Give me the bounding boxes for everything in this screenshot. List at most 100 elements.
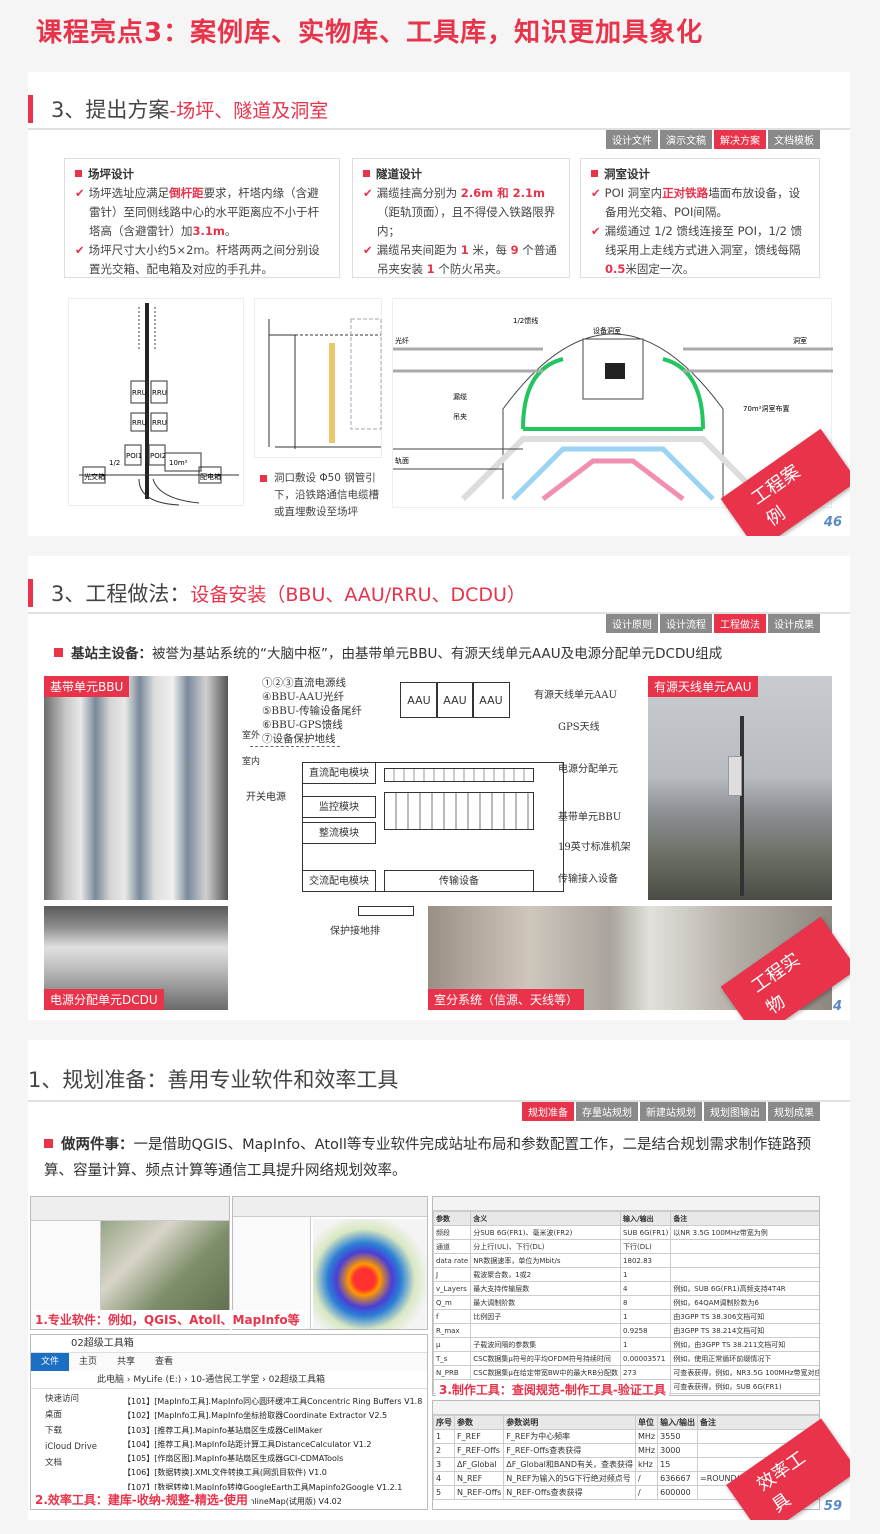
tab-practice[interactable]: 工程做法 <box>714 614 766 633</box>
table-cell[interactable]: CSC数据集μ符号的平均OFDM符号持续时间 <box>470 1351 622 1366</box>
file-item[interactable]: 【107】[数据转换].MapInfo转换GoogleEarth工具Mapinf… <box>123 1482 403 1492</box>
table-cell[interactable]: 0.00003571 <box>620 1351 672 1366</box>
table-cell[interactable]: / <box>634 1485 659 1500</box>
column-header[interactable]: 参数 <box>433 1211 472 1226</box>
column-header[interactable]: 输入/输出 <box>657 1415 699 1430</box>
menu-share[interactable]: 共享 <box>117 1357 136 1367</box>
tab-existing[interactable]: 存量站规划 <box>576 1102 638 1121</box>
tab-new[interactable]: 新建站规划 <box>640 1102 702 1121</box>
tab-principles[interactable]: 设计原则 <box>606 614 658 633</box>
table-cell[interactable]: MHz <box>634 1443 659 1458</box>
table-cell[interactable]: F_REF-Offs查表获得 <box>503 1443 636 1458</box>
table-cell[interactable]: 0.9258 <box>620 1323 672 1338</box>
table-cell[interactable]: 3 <box>433 1457 455 1472</box>
table-cell[interactable]: J <box>433 1267 472 1282</box>
table-cell[interactable]: 3000 <box>657 1443 699 1458</box>
column-header[interactable]: 备注 <box>697 1415 819 1430</box>
file-item[interactable]: 【103】[推荐工具].Mapinfo基站扇区生成器CellMaker <box>123 1425 323 1435</box>
table-cell[interactable]: 例如，由3GPP TS 38.211文档可知 <box>670 1337 819 1352</box>
table-cell[interactable]: μ <box>433 1337 472 1352</box>
table-cell[interactable]: 1 <box>620 1309 672 1324</box>
table-cell[interactable]: SUB 6G(FR1) <box>620 1225 672 1240</box>
tab-maps[interactable]: 规划图输出 <box>704 1102 766 1121</box>
column-header[interactable]: 单位 <box>634 1415 659 1430</box>
address-bar[interactable]: 此电脑 › MyLife (E:) › 10-通信民工学堂 › 02超级工具箱 <box>31 1371 427 1389</box>
table-cell[interactable]: 1 <box>620 1337 672 1352</box>
table-cell[interactable]: NR数据速率，单位为Mbit/s <box>470 1253 622 1268</box>
table-cell[interactable] <box>470 1323 622 1338</box>
table-cell[interactable]: 2 <box>433 1443 455 1458</box>
tab-solution[interactable]: 解决方案 <box>714 130 766 149</box>
table-cell[interactable]: 3550 <box>657 1429 699 1444</box>
table-cell[interactable]: 子载波间隔的参数集 <box>470 1337 622 1352</box>
file-item[interactable]: 【104】[推荐工具].MapInfo站距计算工具DistanceCalcula… <box>123 1439 372 1449</box>
column-header[interactable]: 参数 <box>453 1415 505 1430</box>
table-cell[interactable]: 可查表获得，例如，NR3.5G 100MHz带宽对应273 <box>670 1365 819 1380</box>
table-cell[interactable]: f <box>433 1309 472 1324</box>
table-cell[interactable]: v_Layers <box>433 1281 472 1296</box>
table-cell[interactable]: 273 <box>620 1365 672 1380</box>
table-cell[interactable]: R_max <box>433 1323 472 1338</box>
table-cell[interactable]: 例如，使用正常循环前缀情况下 <box>670 1351 819 1366</box>
table-cell[interactable]: 1 <box>433 1429 455 1444</box>
nav-icloud[interactable]: iCloud Drive <box>45 1442 98 1452</box>
table-cell[interactable]: 例如，SUB 6G(FR1)高频支持4T4R <box>670 1281 819 1296</box>
table-cell[interactable]: 可查表获得，例如，SUB 6G(FR1) <box>670 1379 819 1394</box>
file-item[interactable]: 【106】[数据转换].XML文件转换工具(网凯目软件) V1.0 <box>123 1468 327 1478</box>
table-cell[interactable]: 1802.83 <box>620 1253 672 1268</box>
table-cell[interactable]: N_REF为输入的5G下行绝对频点号 <box>503 1471 636 1486</box>
table-cell[interactable]: 分SUB 6G(FR1)、毫米波(FR2) <box>470 1225 622 1240</box>
table-cell[interactable]: 最大支持传输层数 <box>470 1281 622 1296</box>
table-cell[interactable]: 最大调制阶数 <box>470 1295 622 1310</box>
table-cell[interactable]: N_REF-Offs查表获得 <box>503 1485 636 1500</box>
tab-prep[interactable]: 规划准备 <box>522 1102 574 1121</box>
table-cell[interactable]: 比例因子 <box>470 1309 622 1324</box>
table-cell[interactable]: F_REF-Offs <box>453 1443 505 1458</box>
table-cell[interactable]: N_REF-Offs <box>453 1485 505 1500</box>
file-item[interactable]: 【101】[MapInfo工具].MapInfo同心圆环缓冲工具Concentr… <box>123 1397 423 1406</box>
table-cell[interactable]: kHz <box>634 1457 659 1472</box>
nav-desktop[interactable]: 桌面 <box>45 1410 63 1420</box>
table-cell[interactable]: 由3GPP TS 38.306文档可知 <box>670 1309 819 1324</box>
table-cell[interactable]: 8 <box>620 1295 672 1310</box>
tab-results[interactable]: 设计成果 <box>768 614 820 633</box>
table-cell[interactable]: MHz <box>634 1429 659 1444</box>
menu-view[interactable]: 查看 <box>155 1357 174 1367</box>
table-cell[interactable]: 以NR 3.5G 100MHz带宽为例 <box>670 1225 819 1240</box>
nav-quick[interactable]: 快速访问 <box>45 1394 80 1404</box>
nav-downloads[interactable]: 下载 <box>45 1426 63 1436</box>
table-cell[interactable]: data rate <box>433 1253 472 1268</box>
table-cell[interactable]: 15 <box>657 1457 699 1472</box>
table-cell[interactable]: N_REF <box>453 1471 505 1486</box>
table-cell[interactable]: ΔF_Global <box>453 1457 505 1472</box>
tab-templates[interactable]: 文档模板 <box>768 130 820 149</box>
column-header[interactable]: 参数说明 <box>503 1415 636 1430</box>
menu-home[interactable]: 主页 <box>79 1357 98 1367</box>
tab-process[interactable]: 设计流程 <box>660 614 712 633</box>
table-cell[interactable]: 分上行(UL)、下行(DL) <box>470 1239 622 1254</box>
table-cell[interactable]: 636667 <box>657 1471 699 1486</box>
table-cell[interactable]: Q_m <box>433 1295 472 1310</box>
table-cell[interactable] <box>670 1267 819 1282</box>
column-header[interactable]: 备注 <box>670 1211 819 1226</box>
table-cell[interactable]: 1 <box>620 1267 672 1282</box>
table-cell[interactable]: ΔF_Global和BAND有关，查表获得 <box>503 1457 636 1472</box>
table-cell[interactable]: 5 <box>433 1485 455 1500</box>
column-header[interactable]: 序号 <box>433 1415 455 1430</box>
nav-docs[interactable]: 文档 <box>45 1458 63 1468</box>
table-cell[interactable]: CSC数据集μ在给定带宽BW中的最大RB分配数 <box>470 1365 622 1380</box>
column-header[interactable]: 输入/输出 <box>620 1211 672 1226</box>
formula-bar[interactable] <box>433 1197 819 1211</box>
table-cell[interactable]: N_PRB <box>433 1365 472 1380</box>
formula-bar[interactable] <box>433 1401 819 1415</box>
table-cell[interactable]: F_REF <box>453 1429 505 1444</box>
file-item[interactable]: 【105】[作扇区图].MapInfo基站扇区生成器GCI-CDMATools <box>123 1454 344 1464</box>
table-cell[interactable]: F_REF为中心频率 <box>503 1429 636 1444</box>
tab-design-files[interactable]: 设计文件 <box>606 130 658 149</box>
table-cell[interactable]: 例如，64QAM调制阶数为6 <box>670 1295 819 1310</box>
file-item[interactable]: 【102】[MapInfo工具].MapInfo坐标拾取器Coordinate … <box>123 1411 388 1421</box>
tab-output[interactable]: 规划成果 <box>768 1102 820 1121</box>
table-cell[interactable]: 频段 <box>433 1225 472 1240</box>
table-cell[interactable] <box>670 1239 819 1254</box>
tab-slides[interactable]: 演示文稿 <box>660 130 712 149</box>
